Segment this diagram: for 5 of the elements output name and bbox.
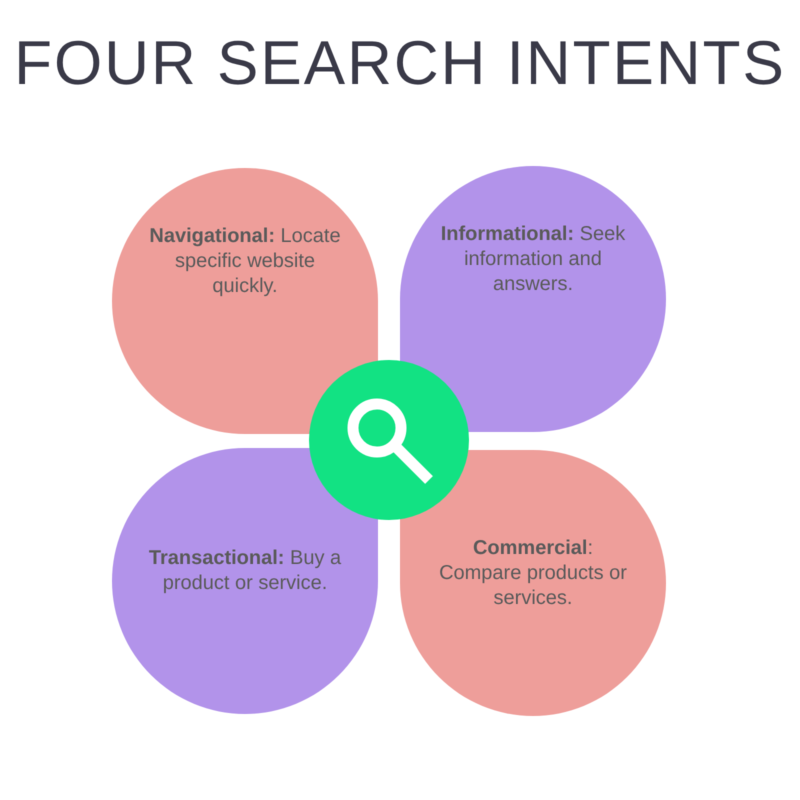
intent-description: Transactional: Buy a product or service.	[148, 546, 342, 596]
intent-description: Commercial: Compare products or services.	[438, 536, 628, 610]
intent-description: Navigational: Locate specific website quickly.	[148, 224, 342, 298]
intent-description: Informational: Seek information and answers.	[440, 222, 626, 296]
title: FOUR SEARCH INTENTS	[13, 28, 787, 99]
